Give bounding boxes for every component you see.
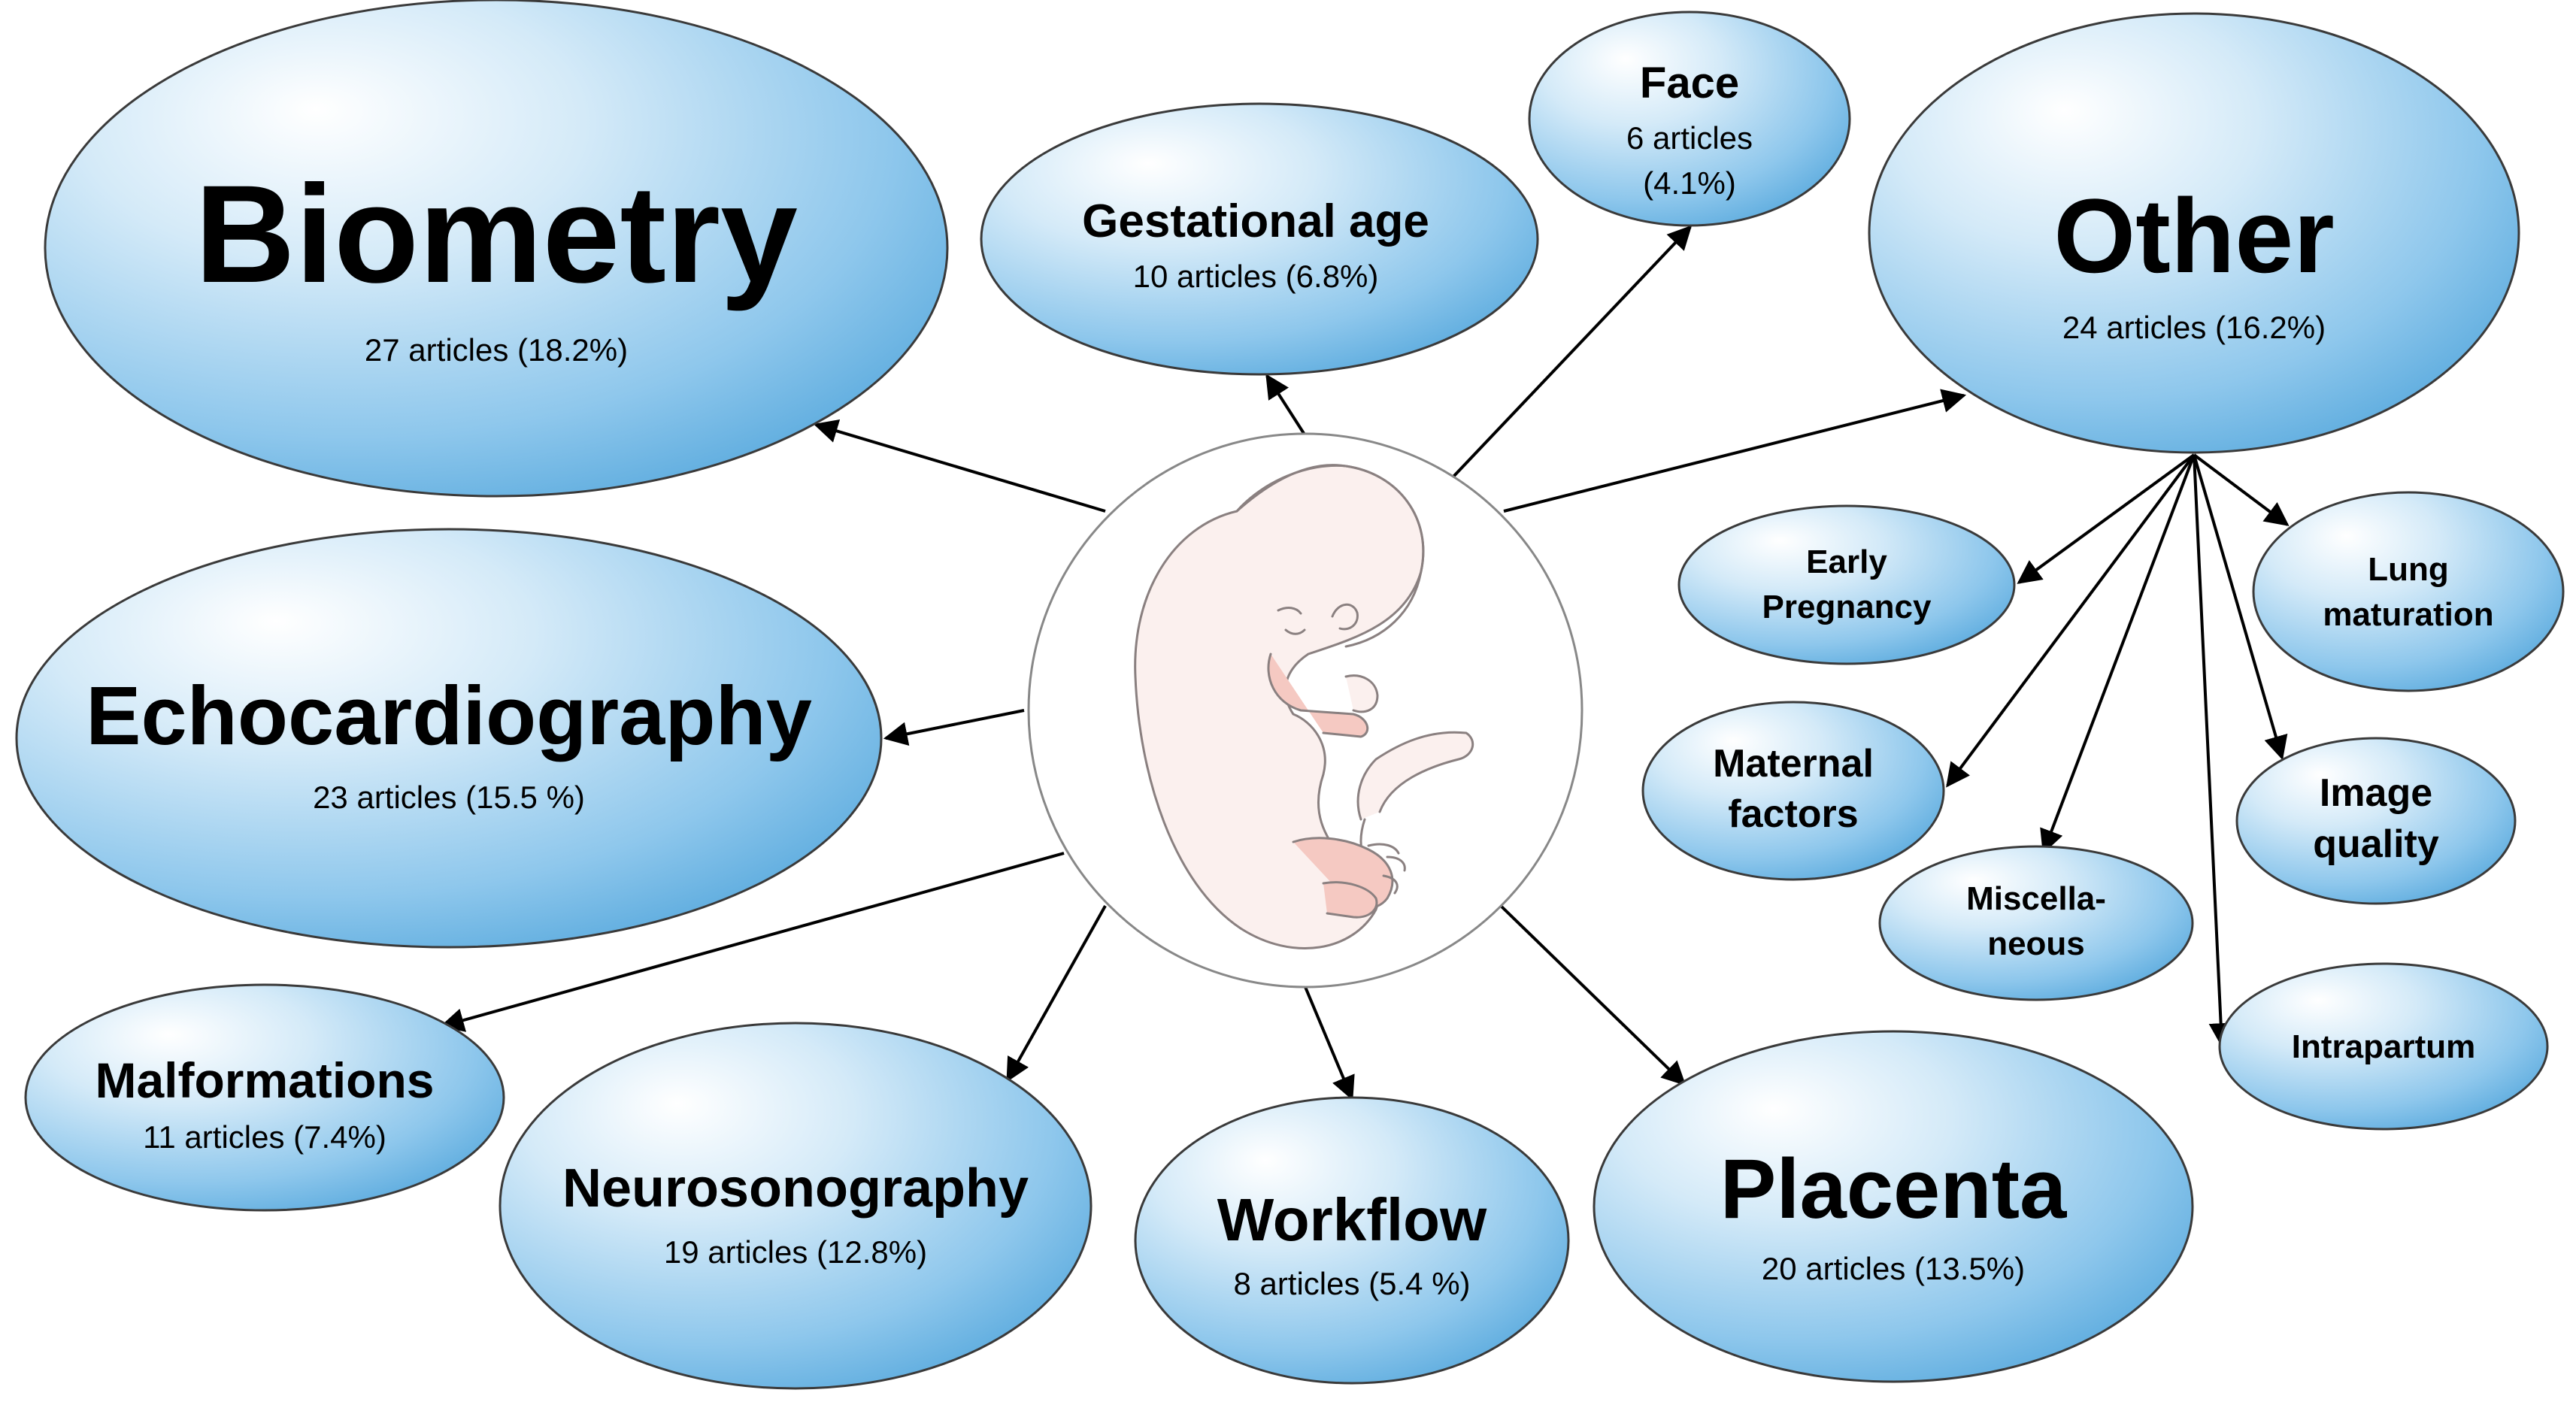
topic-malformations[interactable]: Malformations 11 articles (7.4%) — [24, 983, 505, 1212]
arrow-to-lung-maturation — [2193, 453, 2290, 526]
workflow-detail: 8 articles (5.4 %) — [1233, 1266, 1470, 1301]
malformations-detail: 11 articles (7.4%) — [143, 1119, 386, 1155]
other-title: Other — [2053, 177, 2334, 295]
subtopic-lung-maturation[interactable]: Lung maturation — [2252, 491, 2565, 692]
face-detail-line1: 6 articles — [1626, 120, 1753, 156]
subtopic-early-pregnancy[interactable]: Early Pregnancy — [1677, 504, 2016, 665]
arrow-to-miscellaneous — [2040, 454, 2196, 854]
echocardiography-title: Echocardiography — [86, 670, 812, 762]
neurosonography-detail: 19 articles (12.8%) — [664, 1234, 927, 1270]
workflow-title: Workflow — [1217, 1186, 1487, 1253]
fetus-icon — [1134, 464, 1474, 949]
topic-biometry[interactable]: Biometry 27 articles (18.2%) — [44, 0, 949, 498]
topic-workflow[interactable]: Workflow 8 articles (5.4 %) — [1134, 1096, 1570, 1385]
early-pregnancy-line2: Pregnancy — [1762, 589, 1932, 625]
topic-placenta[interactable]: Placenta 20 articles (13.5%) — [1593, 1030, 2194, 1383]
arrow-to-placenta — [1499, 904, 1687, 1086]
topic-neurosonography[interactable]: Neurosonography 19 articles (12.8%) — [499, 1022, 1093, 1390]
arrow-to-intrapartum — [2193, 454, 2233, 1048]
topic-gestational-age[interactable]: Gestational age 10 articles (6.8%) — [980, 102, 1539, 376]
subtopic-arrows — [1946, 453, 2290, 1048]
arrow-to-early-pregnancy — [2017, 453, 2196, 584]
arrow-to-face — [1451, 225, 1693, 479]
arrow-to-biometry — [813, 419, 1106, 513]
miscellaneous-line1: Miscella- — [1966, 880, 2106, 917]
topic-echocardiography[interactable]: Echocardiography 23 articles (15.5 %) — [15, 528, 883, 949]
image-quality-line1: Image — [2320, 771, 2432, 815]
early-pregnancy-line1: Early — [1806, 544, 1887, 580]
center-node — [1027, 432, 1583, 989]
placenta-title: Placenta — [1720, 1142, 2067, 1236]
face-detail-line2: (4.1%) — [1643, 165, 1736, 201]
subtopic-image-quality[interactable]: Image quality — [2235, 737, 2517, 905]
face-title: Face — [1640, 59, 1739, 107]
arrow-to-maternal-factors — [1946, 453, 2196, 788]
gestational-age-title: Gestational age — [1082, 195, 1429, 247]
subtopic-miscellaneous[interactable]: Miscella- neous — [1878, 845, 2194, 1001]
lung-maturation-line1: Lung — [2368, 551, 2449, 588]
gestational-age-detail: 10 articles (6.8%) — [1133, 259, 1379, 294]
arrow-to-echocardiography — [883, 709, 1025, 746]
subtopic-intrapartum[interactable]: Intrapartum — [2218, 962, 2549, 1131]
placenta-detail: 20 articles (13.5%) — [1762, 1251, 2025, 1286]
topic-other[interactable]: Other 24 articles (16.2%) — [1868, 12, 2520, 454]
biometry-title: Biometry — [195, 157, 798, 312]
lung-maturation-line2: maturation — [2323, 596, 2493, 633]
arrow-to-other — [1503, 389, 1967, 513]
arrow-to-malformations — [439, 852, 1065, 1032]
arrow-to-workflow — [1304, 986, 1355, 1101]
arrow-to-gestational-age — [1265, 374, 1306, 436]
other-detail: 24 articles (16.2%) — [2062, 310, 2326, 345]
neurosonography-title: Neurosonography — [562, 1158, 1029, 1219]
intrapartum-line1: Intrapartum — [2292, 1028, 2475, 1065]
arrow-to-image-quality — [2193, 454, 2288, 761]
image-quality-line2: quality — [2313, 822, 2439, 866]
maternal-factors-line2: factors — [1728, 792, 1858, 836]
subtopic-maternal-factors[interactable]: Maternal factors — [1641, 701, 1945, 881]
connector-arrows — [439, 225, 1967, 1101]
topic-face[interactable]: Face 6 articles (4.1%) — [1528, 11, 1851, 227]
arrow-to-neurosonography — [1006, 905, 1107, 1082]
echocardiography-detail: 23 articles (15.5 %) — [313, 780, 585, 815]
biometry-detail: 27 articles (18.2%) — [365, 332, 628, 368]
malformations-title: Malformations — [95, 1052, 434, 1108]
miscellaneous-line2: neous — [1987, 925, 2085, 962]
maternal-factors-line1: Maternal — [1713, 742, 1874, 786]
